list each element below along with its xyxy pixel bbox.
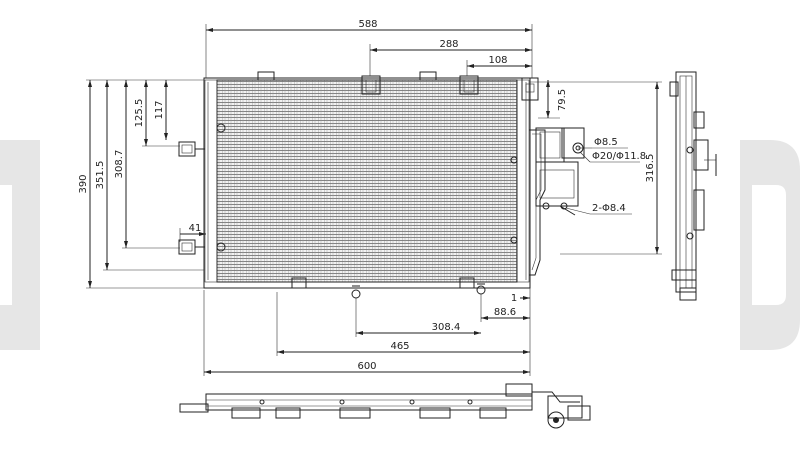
dim-316-5: 316.5 — [645, 154, 656, 183]
dim-117: 117 — [154, 100, 165, 119]
side-view — [669, 71, 717, 301]
watermark — [0, 140, 800, 350]
dim-308-4: 308.4 — [432, 322, 461, 333]
dim-600: 600 — [357, 361, 376, 372]
dim-108: 108 — [488, 55, 507, 66]
dim-125-5: 125.5 — [134, 99, 145, 128]
front-view — [178, 71, 585, 299]
dim-2-phi-8-4: 2-Φ8.4 — [592, 203, 626, 214]
dim-465: 465 — [390, 341, 409, 352]
dim-1: 1 — [511, 293, 517, 304]
dim-351-5: 351.5 — [95, 161, 106, 190]
condenser-core — [216, 79, 518, 283]
dim-phi-20-11-8: Φ20/Φ11.8 — [592, 151, 646, 162]
dim-588: 588 — [358, 19, 377, 30]
dim-phi-8-5: Φ8.5 — [594, 137, 618, 148]
dimension-labels: 588 288 108 390 351.5 308.7 125.5 117 41… — [78, 19, 656, 372]
dim-88-6: 88.6 — [494, 307, 516, 318]
dim-308-7: 308.7 — [114, 150, 125, 179]
bottom-view — [179, 383, 591, 429]
dimension-lines — [86, 24, 662, 376]
dim-288: 288 — [439, 39, 458, 50]
dim-390: 390 — [78, 174, 89, 193]
dim-79-5: 79.5 — [557, 89, 568, 111]
dim-41: 41 — [189, 223, 202, 234]
